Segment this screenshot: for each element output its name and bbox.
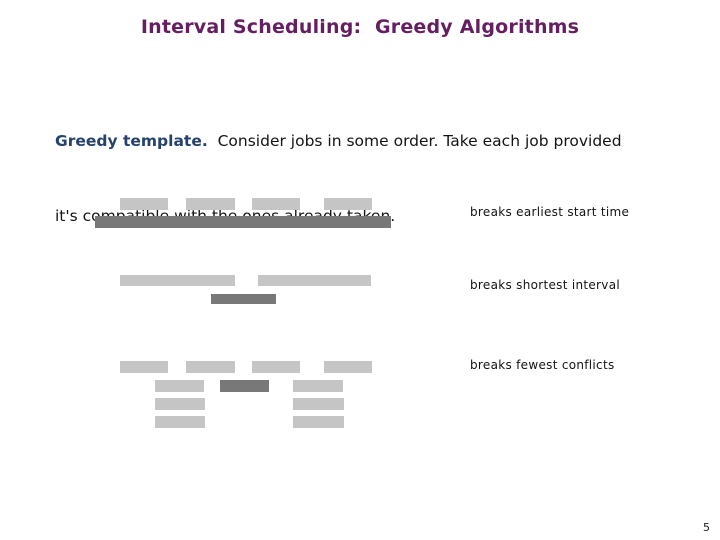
- caption-earliest-start-time: breaks earliest start time: [470, 205, 630, 219]
- slide-title: Interval Scheduling: Greedy Algorithms: [140, 16, 580, 38]
- body-line-1: Greedy template. Consider jobs in some o…: [55, 129, 622, 154]
- interval-bar-light: [120, 198, 168, 210]
- interval-bar-light: [155, 416, 205, 428]
- lead-text: Greedy template.: [55, 132, 208, 150]
- interval-bar-light: [293, 416, 344, 428]
- interval-bar-light: [293, 380, 343, 392]
- interval-bar-light: [324, 198, 372, 210]
- interval-bar-light: [155, 398, 205, 410]
- caption-shortest-interval: breaks shortest interval: [470, 278, 620, 292]
- interval-bar-light: [258, 275, 371, 286]
- interval-bar-light: [120, 361, 168, 373]
- interval-bar-dark: [220, 380, 269, 392]
- interval-bar-light: [120, 275, 235, 286]
- interval-bar-light: [252, 198, 300, 210]
- interval-bar-dark: [211, 294, 276, 304]
- body-line-1-rest: Consider jobs in some order. Take each j…: [207, 132, 622, 150]
- interval-bar-dark: [95, 216, 391, 228]
- interval-bar-light: [324, 361, 372, 373]
- interval-bar-light: [252, 361, 300, 373]
- caption-fewest-conflicts: breaks fewest conflicts: [470, 358, 615, 372]
- interval-bar-light: [186, 198, 235, 210]
- body-paragraph: Greedy template. Consider jobs in some o…: [55, 79, 622, 279]
- interval-bar-light: [293, 398, 344, 410]
- page-number: 5: [703, 521, 710, 534]
- interval-bar-light: [186, 361, 235, 373]
- interval-bar-light: [155, 380, 204, 392]
